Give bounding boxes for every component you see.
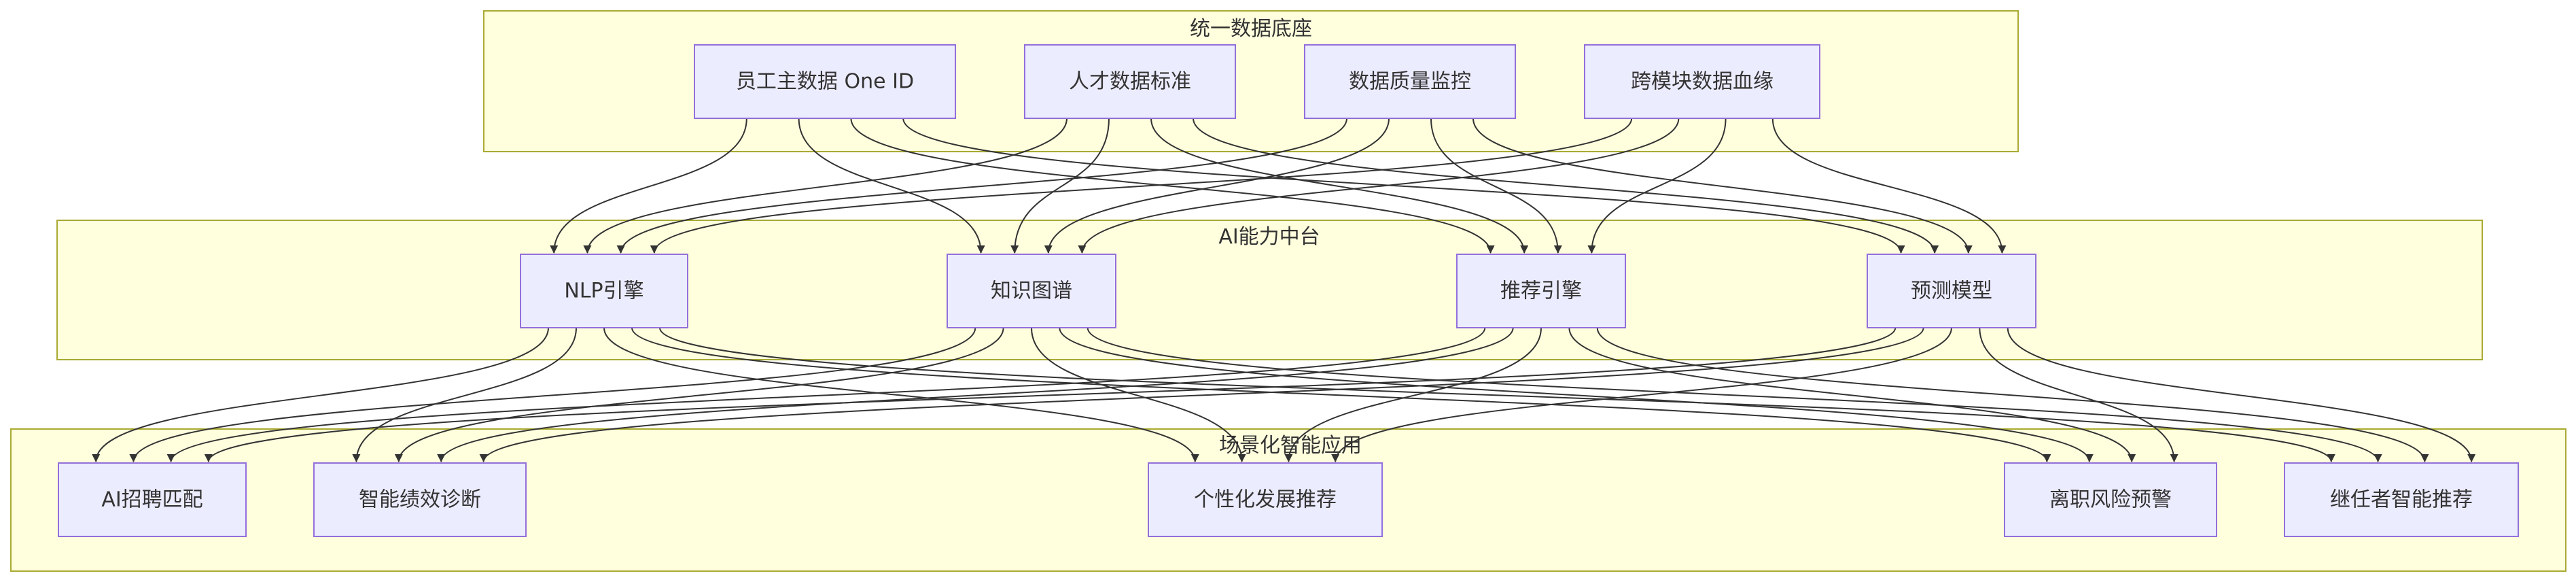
edge-talent_standard-to-nlp bbox=[583, 118, 1068, 254]
node-recruit[interactable]: AI招聘匹配 bbox=[58, 462, 247, 537]
node-rec[interactable]: 推荐引擎 bbox=[1456, 254, 1626, 328]
edge-talent_standard-to-rec bbox=[1150, 118, 1529, 254]
edge-pred-to-succession bbox=[2007, 327, 2476, 462]
node-pred[interactable]: 预测模型 bbox=[1867, 254, 2036, 328]
edge-kg-to-attrition bbox=[1059, 327, 2094, 462]
node-label-nlp: NLP引擎 bbox=[564, 279, 643, 303]
node-attrition[interactable]: 离职风险预警 bbox=[2004, 462, 2217, 537]
edge-nlp-to-succession bbox=[659, 327, 2335, 462]
node-label-recruit: AI招聘匹配 bbox=[101, 488, 202, 512]
edge-lineage-to-kg bbox=[1078, 118, 1680, 254]
edge-talent_standard-to-kg bbox=[1010, 118, 1110, 254]
edge-employee_master-to-pred bbox=[902, 118, 1905, 254]
group-ai-platform: AI能力中台 bbox=[56, 220, 2483, 360]
node-label-quality-monitor: 数据质量监控 bbox=[1349, 70, 1471, 94]
node-kg[interactable]: 知识图谱 bbox=[947, 254, 1116, 328]
edge-nlp-to-dev bbox=[603, 327, 1199, 462]
edges bbox=[92, 118, 2476, 462]
edge-kg-to-dev bbox=[1031, 327, 1246, 462]
edge-talent_standard-to-pred bbox=[1193, 118, 1939, 254]
edge-employee_master-to-nlp bbox=[550, 118, 747, 254]
node-label-kg: 知识图谱 bbox=[991, 279, 1072, 303]
edge-quality_monitor-to-nlp bbox=[616, 118, 1347, 254]
edge-nlp-to-attrition bbox=[631, 327, 2051, 462]
node-label-employee-master: 员工主数据 One ID bbox=[736, 70, 914, 94]
edge-pred-to-recruit bbox=[205, 327, 1896, 462]
edge-rec-to-succession bbox=[1596, 327, 2429, 462]
node-label-pred: 预测模型 bbox=[1911, 279, 1992, 303]
edge-rec-to-attrition bbox=[1568, 327, 2136, 462]
node-dev[interactable]: 个性化发展推荐 bbox=[1148, 462, 1383, 537]
edge-kg-to-perf bbox=[394, 327, 1004, 462]
node-employee-master[interactable]: 员工主数据 One ID bbox=[694, 44, 956, 119]
group-title-data-foundation: 统一数据底座 bbox=[1190, 17, 1312, 41]
edge-rec-to-recruit bbox=[166, 327, 1486, 462]
edge-lineage-to-rec bbox=[1587, 118, 1727, 254]
edge-employee_master-to-kg bbox=[798, 118, 985, 254]
node-label-talent-standard: 人才数据标准 bbox=[1069, 70, 1191, 94]
node-lineage[interactable]: 跨模块数据血缘 bbox=[1584, 44, 1820, 119]
node-label-dev: 个性化发展推荐 bbox=[1194, 488, 1337, 512]
edge-pred-to-attrition bbox=[1979, 327, 2178, 462]
node-quality-monitor[interactable]: 数据质量监控 bbox=[1304, 44, 1516, 119]
node-label-succession: 继任者智能推荐 bbox=[2330, 488, 2473, 512]
node-label-lineage: 跨模块数据血缘 bbox=[1631, 70, 1774, 94]
edge-employee_master-to-rec bbox=[850, 118, 1495, 254]
group-title-ai-platform: AI能力中台 bbox=[1218, 225, 1320, 249]
node-succession[interactable]: 继任者智能推荐 bbox=[2284, 462, 2519, 537]
edge-lineage-to-pred bbox=[1771, 118, 2007, 254]
edge-quality_monitor-to-kg bbox=[1044, 118, 1390, 254]
node-talent-standard[interactable]: 人才数据标准 bbox=[1024, 44, 1236, 119]
edge-rec-to-perf bbox=[437, 327, 1514, 462]
edge-pred-to-perf bbox=[479, 327, 1924, 462]
node-label-attrition: 离职风险预警 bbox=[2049, 488, 2172, 512]
node-label-rec: 推荐引擎 bbox=[1500, 279, 1582, 303]
edge-pred-to-dev bbox=[1331, 327, 1952, 462]
edge-lineage-to-nlp bbox=[650, 118, 1633, 254]
node-nlp[interactable]: NLP引擎 bbox=[520, 254, 688, 328]
edge-quality_monitor-to-rec bbox=[1430, 118, 1562, 254]
edge-rec-to-dev bbox=[1284, 327, 1542, 462]
edge-nlp-to-recruit bbox=[92, 327, 549, 462]
edge-kg-to-succession bbox=[1087, 327, 2382, 462]
edge-quality_monitor-to-pred bbox=[1472, 118, 1973, 254]
edge-kg-to-recruit bbox=[129, 327, 976, 462]
edge-nlp-to-perf bbox=[352, 327, 577, 462]
node-perf[interactable]: 智能绩效诊断 bbox=[313, 462, 527, 537]
node-label-perf: 智能绩效诊断 bbox=[359, 488, 481, 512]
